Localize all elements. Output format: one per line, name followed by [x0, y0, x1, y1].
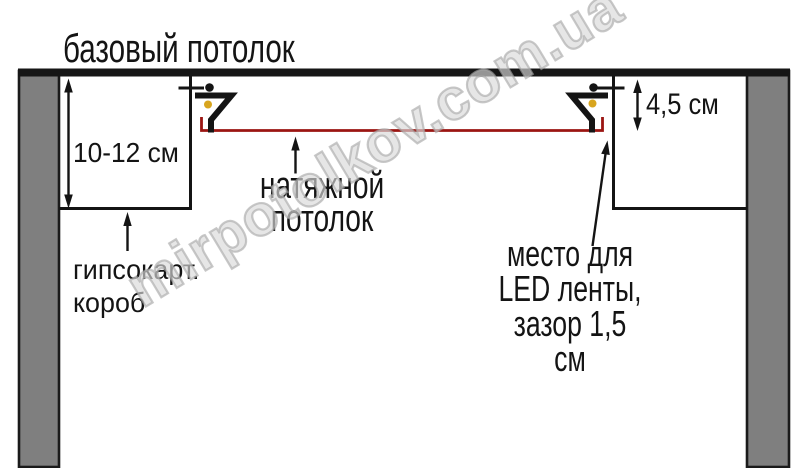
box-height-arrow-head-top: [64, 78, 73, 93]
niche-height-arrow-head-bottom: [633, 117, 642, 131]
stretch-ceiling-label: натяжной потолок: [259, 165, 385, 240]
right-profile-bracket: [565, 92, 608, 133]
right-insulation-dot: [588, 99, 597, 108]
base-ceiling-label: базовый потолок: [63, 27, 295, 71]
niche-height-arrow-head-top: [633, 79, 642, 93]
box-height-arrow-head-bottom: [64, 194, 73, 209]
right-fastener-dot: [589, 83, 598, 92]
left-fastener-dot: [205, 83, 214, 92]
drywall-box-label: гипсокарт. короб: [73, 254, 200, 318]
box-height-label: 10-12 см: [73, 137, 179, 168]
stretch-ceiling-line: [200, 117, 604, 132]
right-wall: [745, 69, 791, 468]
niche-height-label: 4,5 см: [646, 88, 719, 121]
niche-height-arrow: [633, 79, 642, 131]
left-profile-bracket: [195, 92, 238, 133]
led-pointer-head: [601, 140, 610, 155]
stretch-ceiling-pointer-arrow: [291, 136, 300, 174]
led-pointer-shaft: [591, 153, 607, 247]
led-place-label: место для LED ленты, зазор 1,5 см: [498, 233, 642, 379]
base-ceiling-slab: [18, 68, 790, 77]
box-height-arrow: [64, 78, 73, 209]
drywall-box-pointer-arrow: [123, 212, 132, 251]
left-wall: [17, 69, 61, 468]
stretch-pointer-head: [291, 136, 300, 151]
box-pointer-head: [123, 212, 132, 226]
left-insulation-dot: [204, 100, 212, 109]
led-place-pointer-arrow: [591, 140, 610, 247]
